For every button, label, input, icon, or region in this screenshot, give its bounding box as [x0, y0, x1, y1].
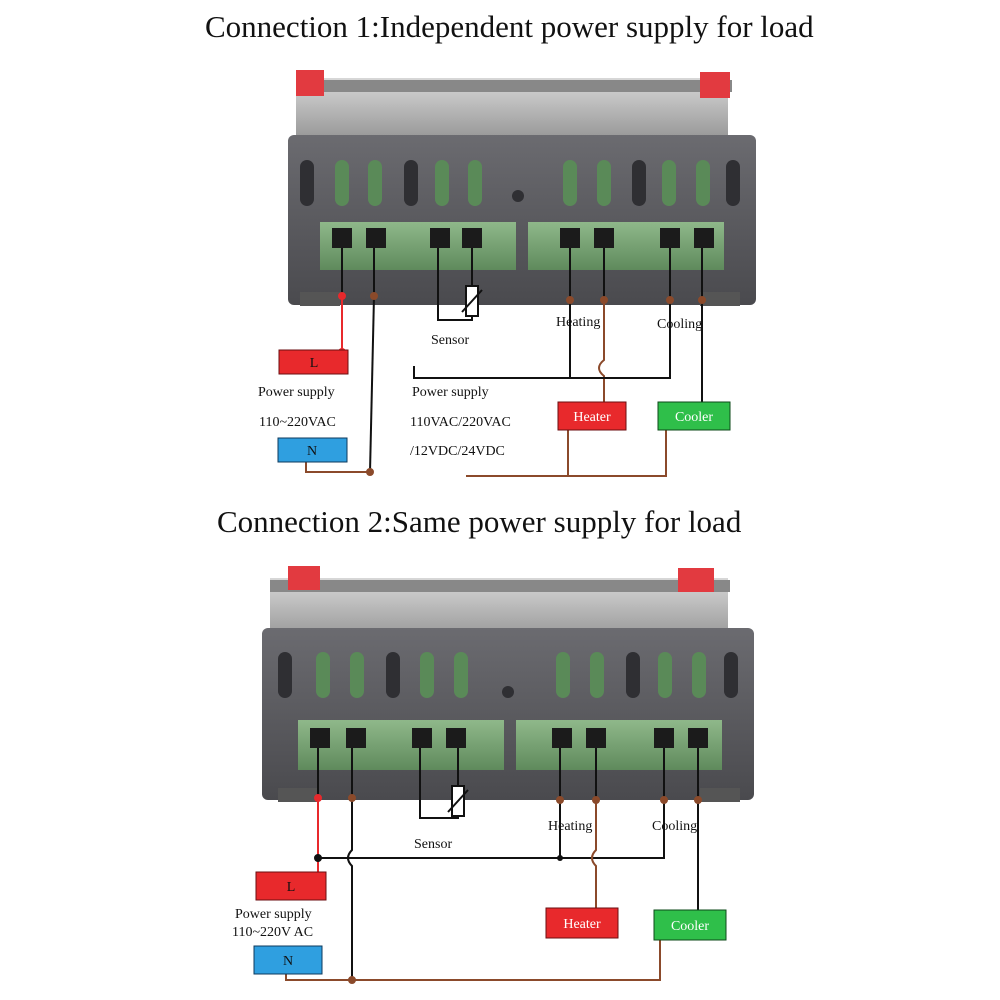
svg-text:Heater: Heater: [573, 410, 611, 425]
svg-text:Cooler: Cooler: [671, 919, 709, 934]
cooler-box-2: Cooler: [653, 909, 727, 941]
cooling-label-2: Cooling: [652, 819, 697, 834]
sensor-label-2: Sensor: [414, 837, 452, 852]
connection2-title: Connection 2:Same power supply for load: [217, 504, 742, 539]
power-supply-label-2: Power supply: [235, 907, 312, 922]
red-clip-right: [700, 72, 730, 98]
power-supply-label-1: Power supply: [258, 385, 335, 400]
power-voltage-label-2: 110~220V AC: [232, 925, 313, 940]
svg-text:N: N: [283, 954, 293, 969]
controller-device-2: [262, 566, 754, 802]
l-terminal-box-2: L: [255, 871, 327, 901]
red-clip-left: [296, 70, 324, 96]
cooling-label-1: Cooling: [657, 317, 702, 332]
l-terminal-box-1: L: [278, 349, 349, 375]
n-terminal-box-2: N: [253, 945, 323, 975]
svg-text:Cooler: Cooler: [675, 410, 713, 425]
heating-label-2: Heating: [548, 819, 592, 834]
power-voltage-label-1: 110~220VAC: [259, 415, 336, 430]
heater-box-1: Heater: [557, 401, 627, 431]
load-power-label-1: Power supply: [412, 385, 489, 400]
svg-text:N: N: [307, 444, 317, 459]
load-voltage-label-1b: /12VDC/24VDC: [410, 444, 505, 459]
svg-text:L: L: [310, 356, 319, 371]
connection1-title: Connection 1:Independent power supply fo…: [205, 9, 814, 44]
n-terminal-box-1: N: [277, 437, 348, 463]
heater-box-2: Heater: [545, 907, 619, 939]
sensor-label-1: Sensor: [431, 333, 469, 348]
wiring-2: [285, 748, 702, 984]
load-voltage-label-1a: 110VAC/220VAC: [410, 415, 511, 430]
svg-text:L: L: [287, 880, 296, 895]
heating-label-1: Heating: [556, 315, 600, 330]
cooler-box-1: Cooler: [657, 401, 731, 431]
svg-text:Heater: Heater: [563, 917, 601, 932]
controller-device-1: [288, 70, 756, 306]
wiring-1: [305, 248, 706, 477]
